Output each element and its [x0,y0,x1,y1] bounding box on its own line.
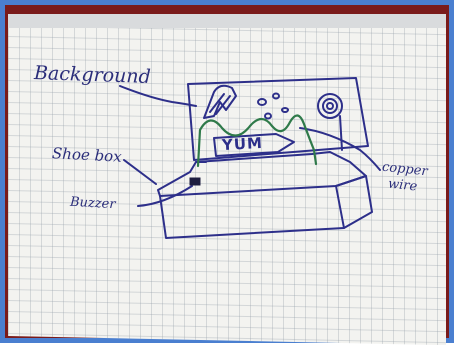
label-buzzer: Buzzer [70,195,116,212]
shoe-box [158,152,366,196]
background-leader [120,86,196,106]
candy-cane-icon [204,86,236,118]
shoebox-leader [124,160,156,184]
lollipop-icon [318,94,342,118]
label-background: Background [34,62,151,88]
sign-text-yum: YUM [222,134,264,154]
label-shoe-box: Shoe box [52,144,123,166]
buzzer-icon [190,178,200,185]
label-wire: wire [387,177,418,195]
